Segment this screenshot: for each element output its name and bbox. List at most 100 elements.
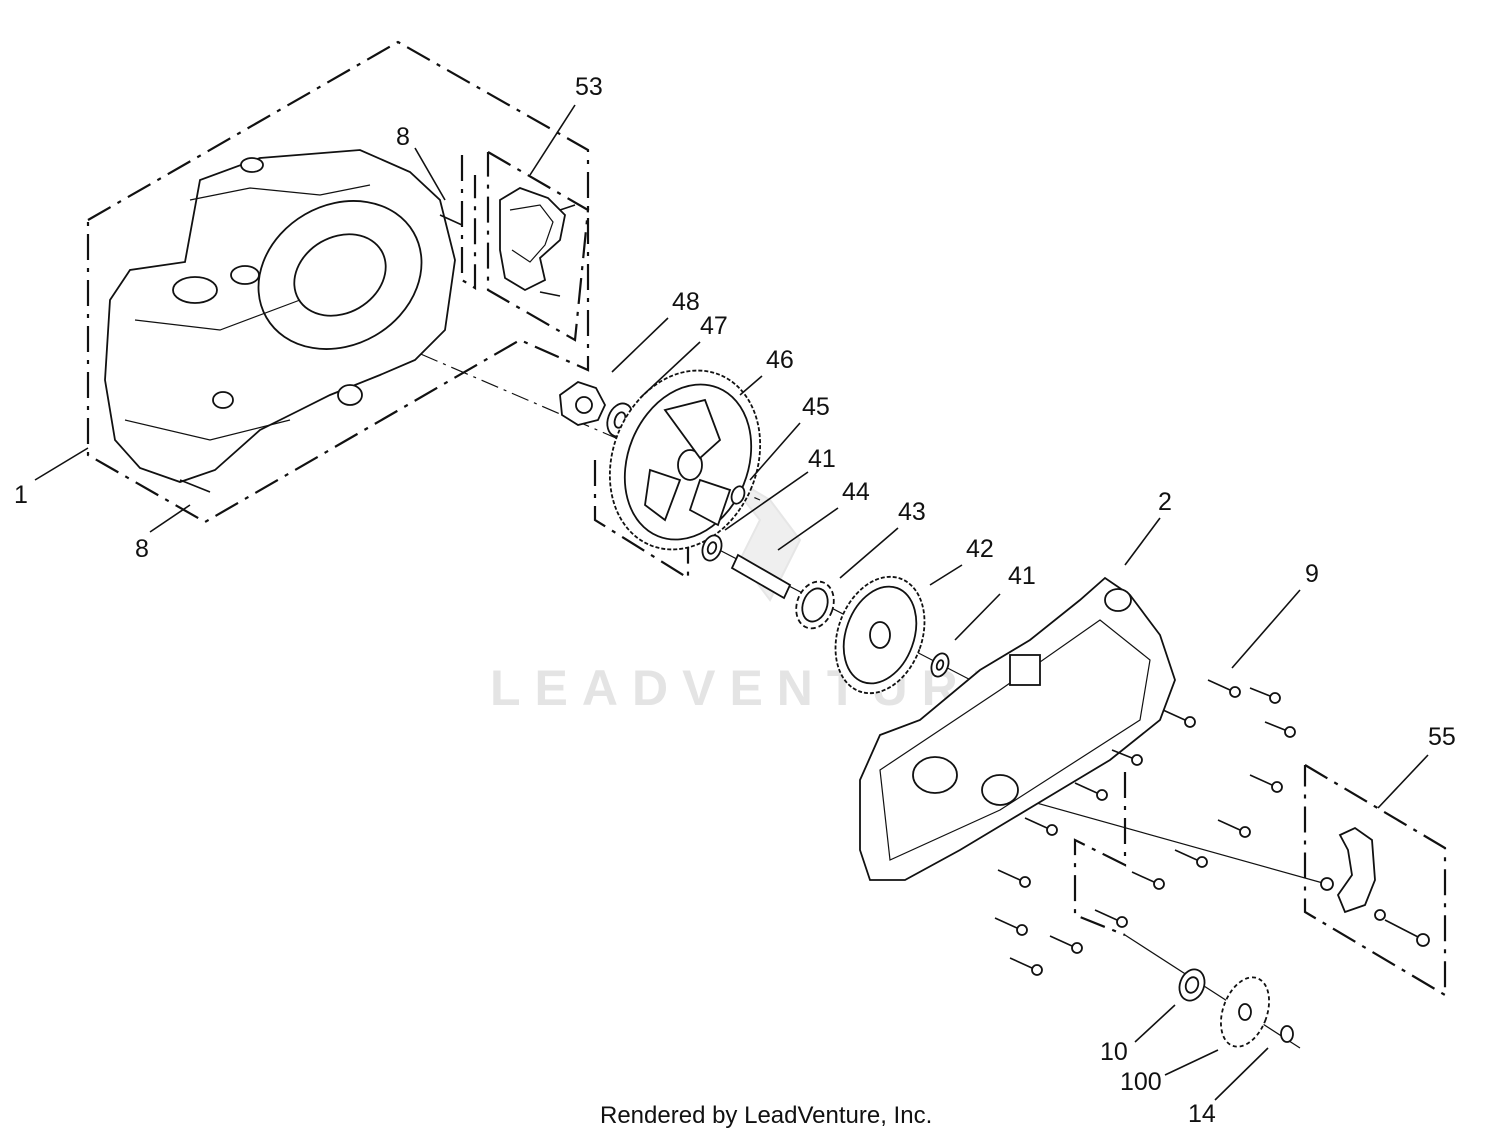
label-55: 55 <box>1428 723 1456 751</box>
housing-port-mid <box>230 265 260 285</box>
label-8b: 8 <box>135 535 149 563</box>
washer-41a-inner <box>706 541 718 555</box>
gear-window-2 <box>644 468 682 522</box>
watermark: LEADVENTURE <box>490 469 1005 716</box>
housing-part-1 <box>104 149 463 493</box>
pinion-part-43 <box>795 580 835 630</box>
housing-inner-bore <box>293 233 387 317</box>
bolt <box>1249 687 1281 704</box>
gear-42-hub <box>869 621 891 649</box>
leader-43 <box>839 527 899 579</box>
label-14: 14 <box>1188 1100 1216 1128</box>
bracket-washer <box>1374 909 1386 921</box>
cover-inner-edge <box>509 204 554 263</box>
bracket-assembly-outline <box>1303 764 1447 997</box>
cover-assembly-outline <box>486 151 590 342</box>
leader-44 <box>777 507 839 551</box>
cover-top-boss <box>1104 588 1132 612</box>
leader-46 <box>739 375 763 396</box>
watermark-logo-icon <box>719 469 802 602</box>
bolt-step-line <box>1073 772 1127 937</box>
housing-oil-port <box>212 391 234 409</box>
leader-55 <box>1377 754 1429 809</box>
coupler-hole <box>575 396 593 414</box>
shaft-part-44 <box>730 553 792 600</box>
leader-2 <box>1124 517 1161 566</box>
seal-part-10 <box>1178 968 1206 1002</box>
leader-14 <box>1214 1047 1269 1101</box>
oring-part-45 <box>730 485 746 505</box>
housing-cover-part-2 <box>859 576 1176 881</box>
bolt <box>1094 909 1128 928</box>
washer-part-41b <box>930 652 950 678</box>
leader-45 <box>749 422 801 481</box>
pinion-body <box>801 587 829 623</box>
leader-10 <box>1134 1004 1176 1043</box>
label-1: 1 <box>14 481 28 509</box>
gear-part-42 <box>834 575 926 695</box>
bolt <box>1249 774 1283 793</box>
bolt <box>997 869 1031 888</box>
sprocket-hub <box>1238 1003 1252 1021</box>
leader-1 <box>34 447 89 481</box>
leader-48 <box>611 317 669 373</box>
dowel-pin-top <box>439 214 463 226</box>
cover-block <box>1009 654 1041 686</box>
seal-inner <box>1184 976 1200 994</box>
washer-41b-inner <box>935 659 945 671</box>
label-43: 43 <box>898 498 926 526</box>
leader-47 <box>639 341 701 399</box>
bracket-bolt <box>1384 919 1421 939</box>
gear-part-46 <box>608 369 762 551</box>
label-41b: 41 <box>1008 562 1036 590</box>
label-53: 53 <box>575 73 603 101</box>
dowel-pin-bottom <box>179 479 211 493</box>
label-2: 2 <box>1158 488 1172 516</box>
bolt <box>1217 819 1251 838</box>
bolt <box>1049 935 1083 954</box>
coupler-part-48 <box>559 381 607 426</box>
housing-ribs <box>124 299 301 441</box>
leader-41a <box>724 471 809 531</box>
leader-53 <box>529 104 576 176</box>
bolt <box>1111 749 1143 766</box>
bolts-part-9 <box>994 679 1296 976</box>
sprocket-axis-line <box>1124 934 1301 1049</box>
gear-hub <box>677 449 703 481</box>
assembly-outlines <box>86 40 1447 997</box>
sprocket-part-100 <box>1220 976 1270 1048</box>
bolt <box>1009 957 1043 976</box>
cover-screw-bottom <box>539 291 561 297</box>
bolt <box>1207 679 1241 698</box>
cover-plate <box>499 187 566 292</box>
label-45: 45 <box>802 393 830 421</box>
leader-8b <box>149 504 191 533</box>
leader-9 <box>1231 589 1301 669</box>
washer-part-41a <box>701 534 723 562</box>
bracket-arm <box>1336 826 1376 914</box>
label-48: 48 <box>672 288 700 316</box>
housing-port-top <box>240 157 264 173</box>
cover-screw-top <box>559 204 576 211</box>
bolt <box>1162 709 1196 728</box>
label-46: 46 <box>766 346 794 374</box>
label-8a: 8 <box>396 123 410 151</box>
clip-part-14 <box>1280 1025 1294 1043</box>
callout-labels: 1 8 8 53 48 47 46 45 41 44 43 42 41 2 9 … <box>14 73 1456 1128</box>
leader-42 <box>929 564 963 586</box>
shaft-step-line <box>593 460 690 580</box>
label-100: 100 <box>1120 1068 1162 1096</box>
cover-left-boss <box>912 756 958 794</box>
bracket-bolt-head <box>1416 933 1430 947</box>
cover-body <box>859 576 1176 881</box>
bolt <box>1174 849 1208 868</box>
bracket-bushing <box>1320 877 1334 891</box>
bolt <box>1024 817 1058 836</box>
label-9: 9 <box>1305 560 1319 588</box>
footer-credit: Rendered by LeadVenture, Inc. <box>600 1102 932 1129</box>
bolt <box>994 917 1028 936</box>
bracket-part-55 <box>1320 826 1430 947</box>
label-47: 47 <box>700 312 728 340</box>
housing-boss <box>337 384 363 406</box>
